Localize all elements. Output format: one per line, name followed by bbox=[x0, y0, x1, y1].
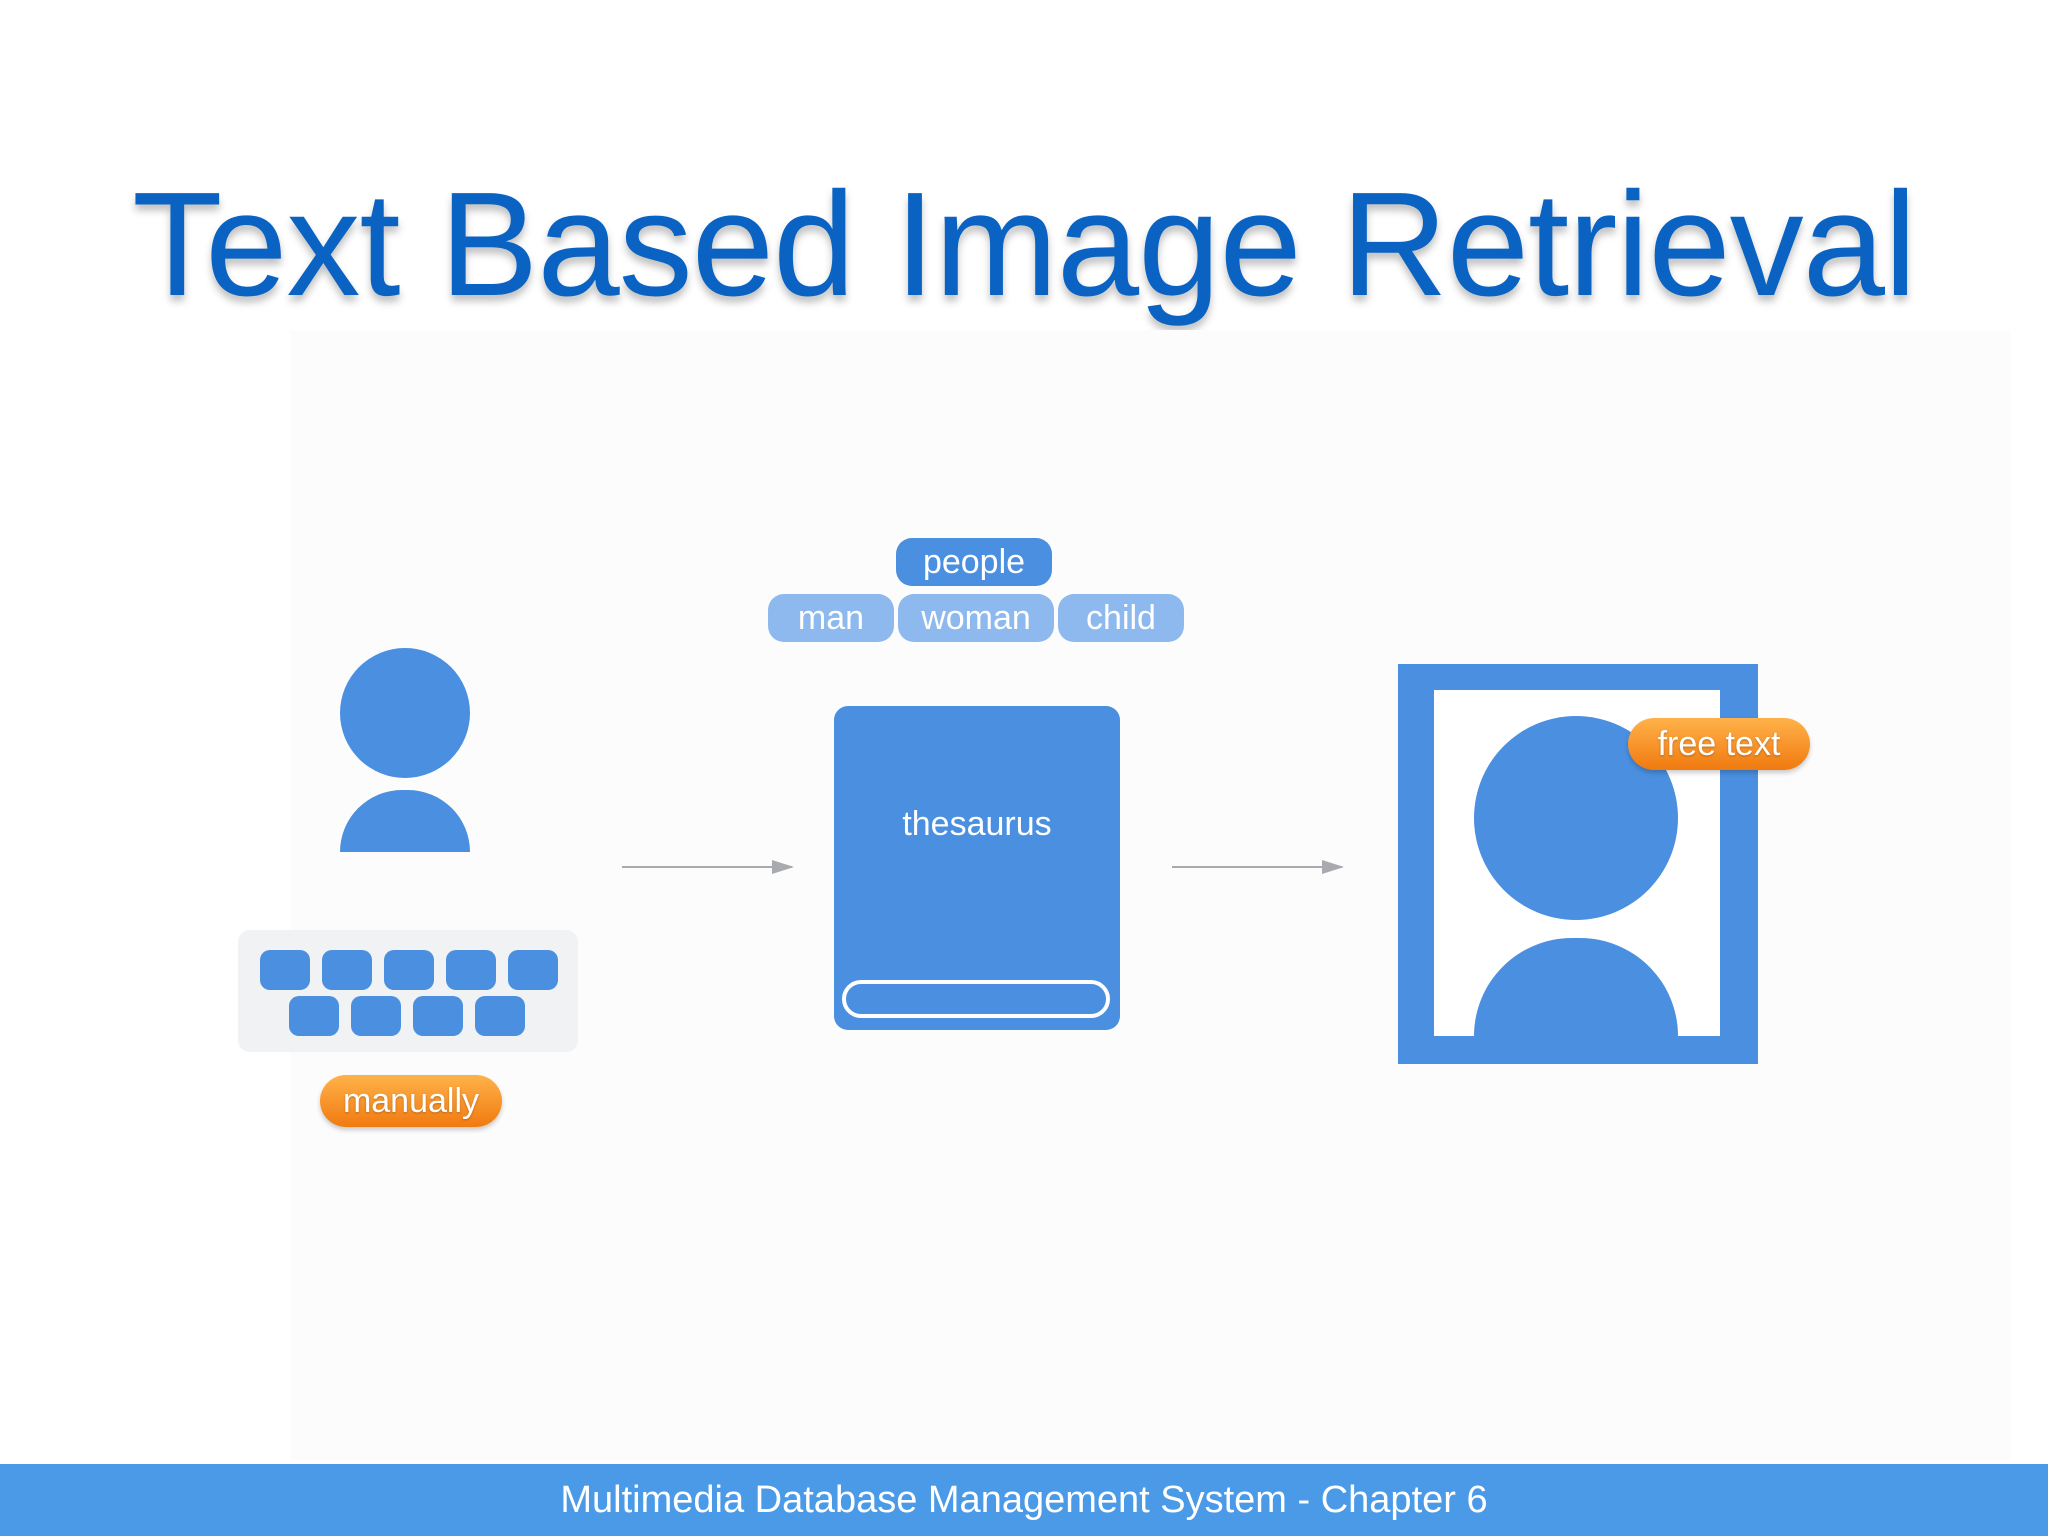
arrow-head bbox=[1322, 860, 1344, 874]
slide-footer: Multimedia Database Management System - … bbox=[0, 1464, 2048, 1536]
keyboard-key bbox=[508, 950, 558, 990]
arrow-head bbox=[772, 860, 794, 874]
keyboard-key bbox=[384, 950, 434, 990]
slide-title: Text Based Image Retrieval bbox=[132, 162, 1917, 327]
term-people: people bbox=[896, 538, 1052, 586]
keyboard-key bbox=[260, 950, 310, 990]
arrow-line bbox=[622, 866, 792, 868]
user-head bbox=[340, 648, 470, 778]
free-text-tag: free text bbox=[1628, 718, 1810, 770]
thesaurus-book bbox=[834, 706, 1120, 1030]
book-pages bbox=[842, 980, 1110, 1018]
thesaurus-label: thesaurus bbox=[902, 805, 1052, 843]
term-man: man bbox=[768, 594, 894, 642]
keyboard-key bbox=[446, 950, 496, 990]
keyboard-key bbox=[475, 996, 525, 1036]
keyboard-key bbox=[413, 996, 463, 1036]
keyboard-key bbox=[322, 950, 372, 990]
arrow-line bbox=[1172, 866, 1342, 868]
manually-tag: manually bbox=[320, 1075, 502, 1127]
keyboard-key bbox=[289, 996, 339, 1036]
keyboard-key bbox=[351, 996, 401, 1036]
term-woman: woman bbox=[898, 594, 1054, 642]
keyboard-icon bbox=[238, 930, 578, 1052]
term-child: child bbox=[1058, 594, 1184, 642]
